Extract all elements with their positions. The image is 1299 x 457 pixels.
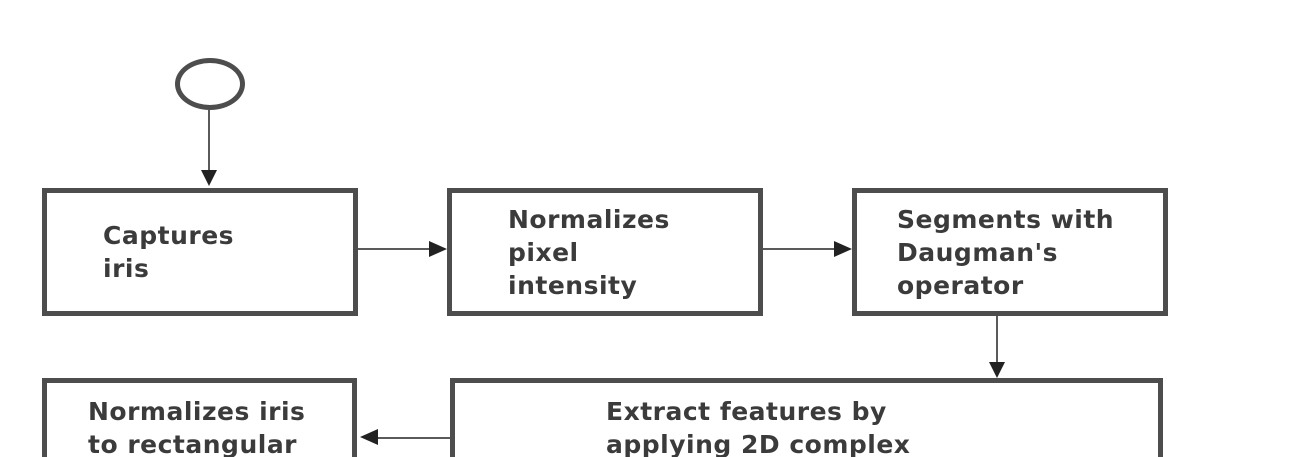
node-label-line: Extract features by <box>606 397 887 426</box>
node-segments-daugman: Segments with Daugman's operator <box>852 188 1168 316</box>
node-label-line: applying 2D complex <box>606 430 911 457</box>
arrow-line-normalizes-to-segments <box>763 248 834 250</box>
arrowhead-right-icon <box>834 241 852 257</box>
node-extract-features: Extract features by applying 2D complex <box>450 378 1163 457</box>
node-normalizes-pixel-intensity: Normalizes pixel intensity <box>447 188 763 316</box>
arrowhead-down-icon <box>201 170 217 186</box>
node-label-line: Captures <box>103 221 235 250</box>
arrow-line-segments-to-extract <box>996 316 998 362</box>
node-captures-iris: Captures iris <box>42 188 358 316</box>
node-normalizes-iris-rectangular: Normalizes iris to rectangular <box>42 378 357 457</box>
node-label-line: pixel <box>508 237 579 267</box>
node-label-line: Segments with <box>897 204 1115 234</box>
arrowhead-down-icon <box>989 362 1005 378</box>
node-label-line: intensity <box>508 270 638 300</box>
node-label-line: to rectangular <box>88 430 298 457</box>
node-label-line: Normalizes <box>508 204 670 234</box>
node-label-line: Normalizes iris <box>88 397 306 426</box>
node-label-line: Daugman's <box>897 237 1059 267</box>
arrow-line-extract-to-normalizes-iris <box>378 437 450 439</box>
arrowhead-left-icon <box>360 429 378 445</box>
node-label-line: operator <box>897 270 1024 300</box>
arrowhead-right-icon <box>429 241 447 257</box>
arrow-line-start-to-captures <box>208 110 210 172</box>
node-label-line: iris <box>103 254 150 283</box>
arrow-line-captures-to-normalizes <box>358 248 429 250</box>
start-node <box>175 58 245 110</box>
